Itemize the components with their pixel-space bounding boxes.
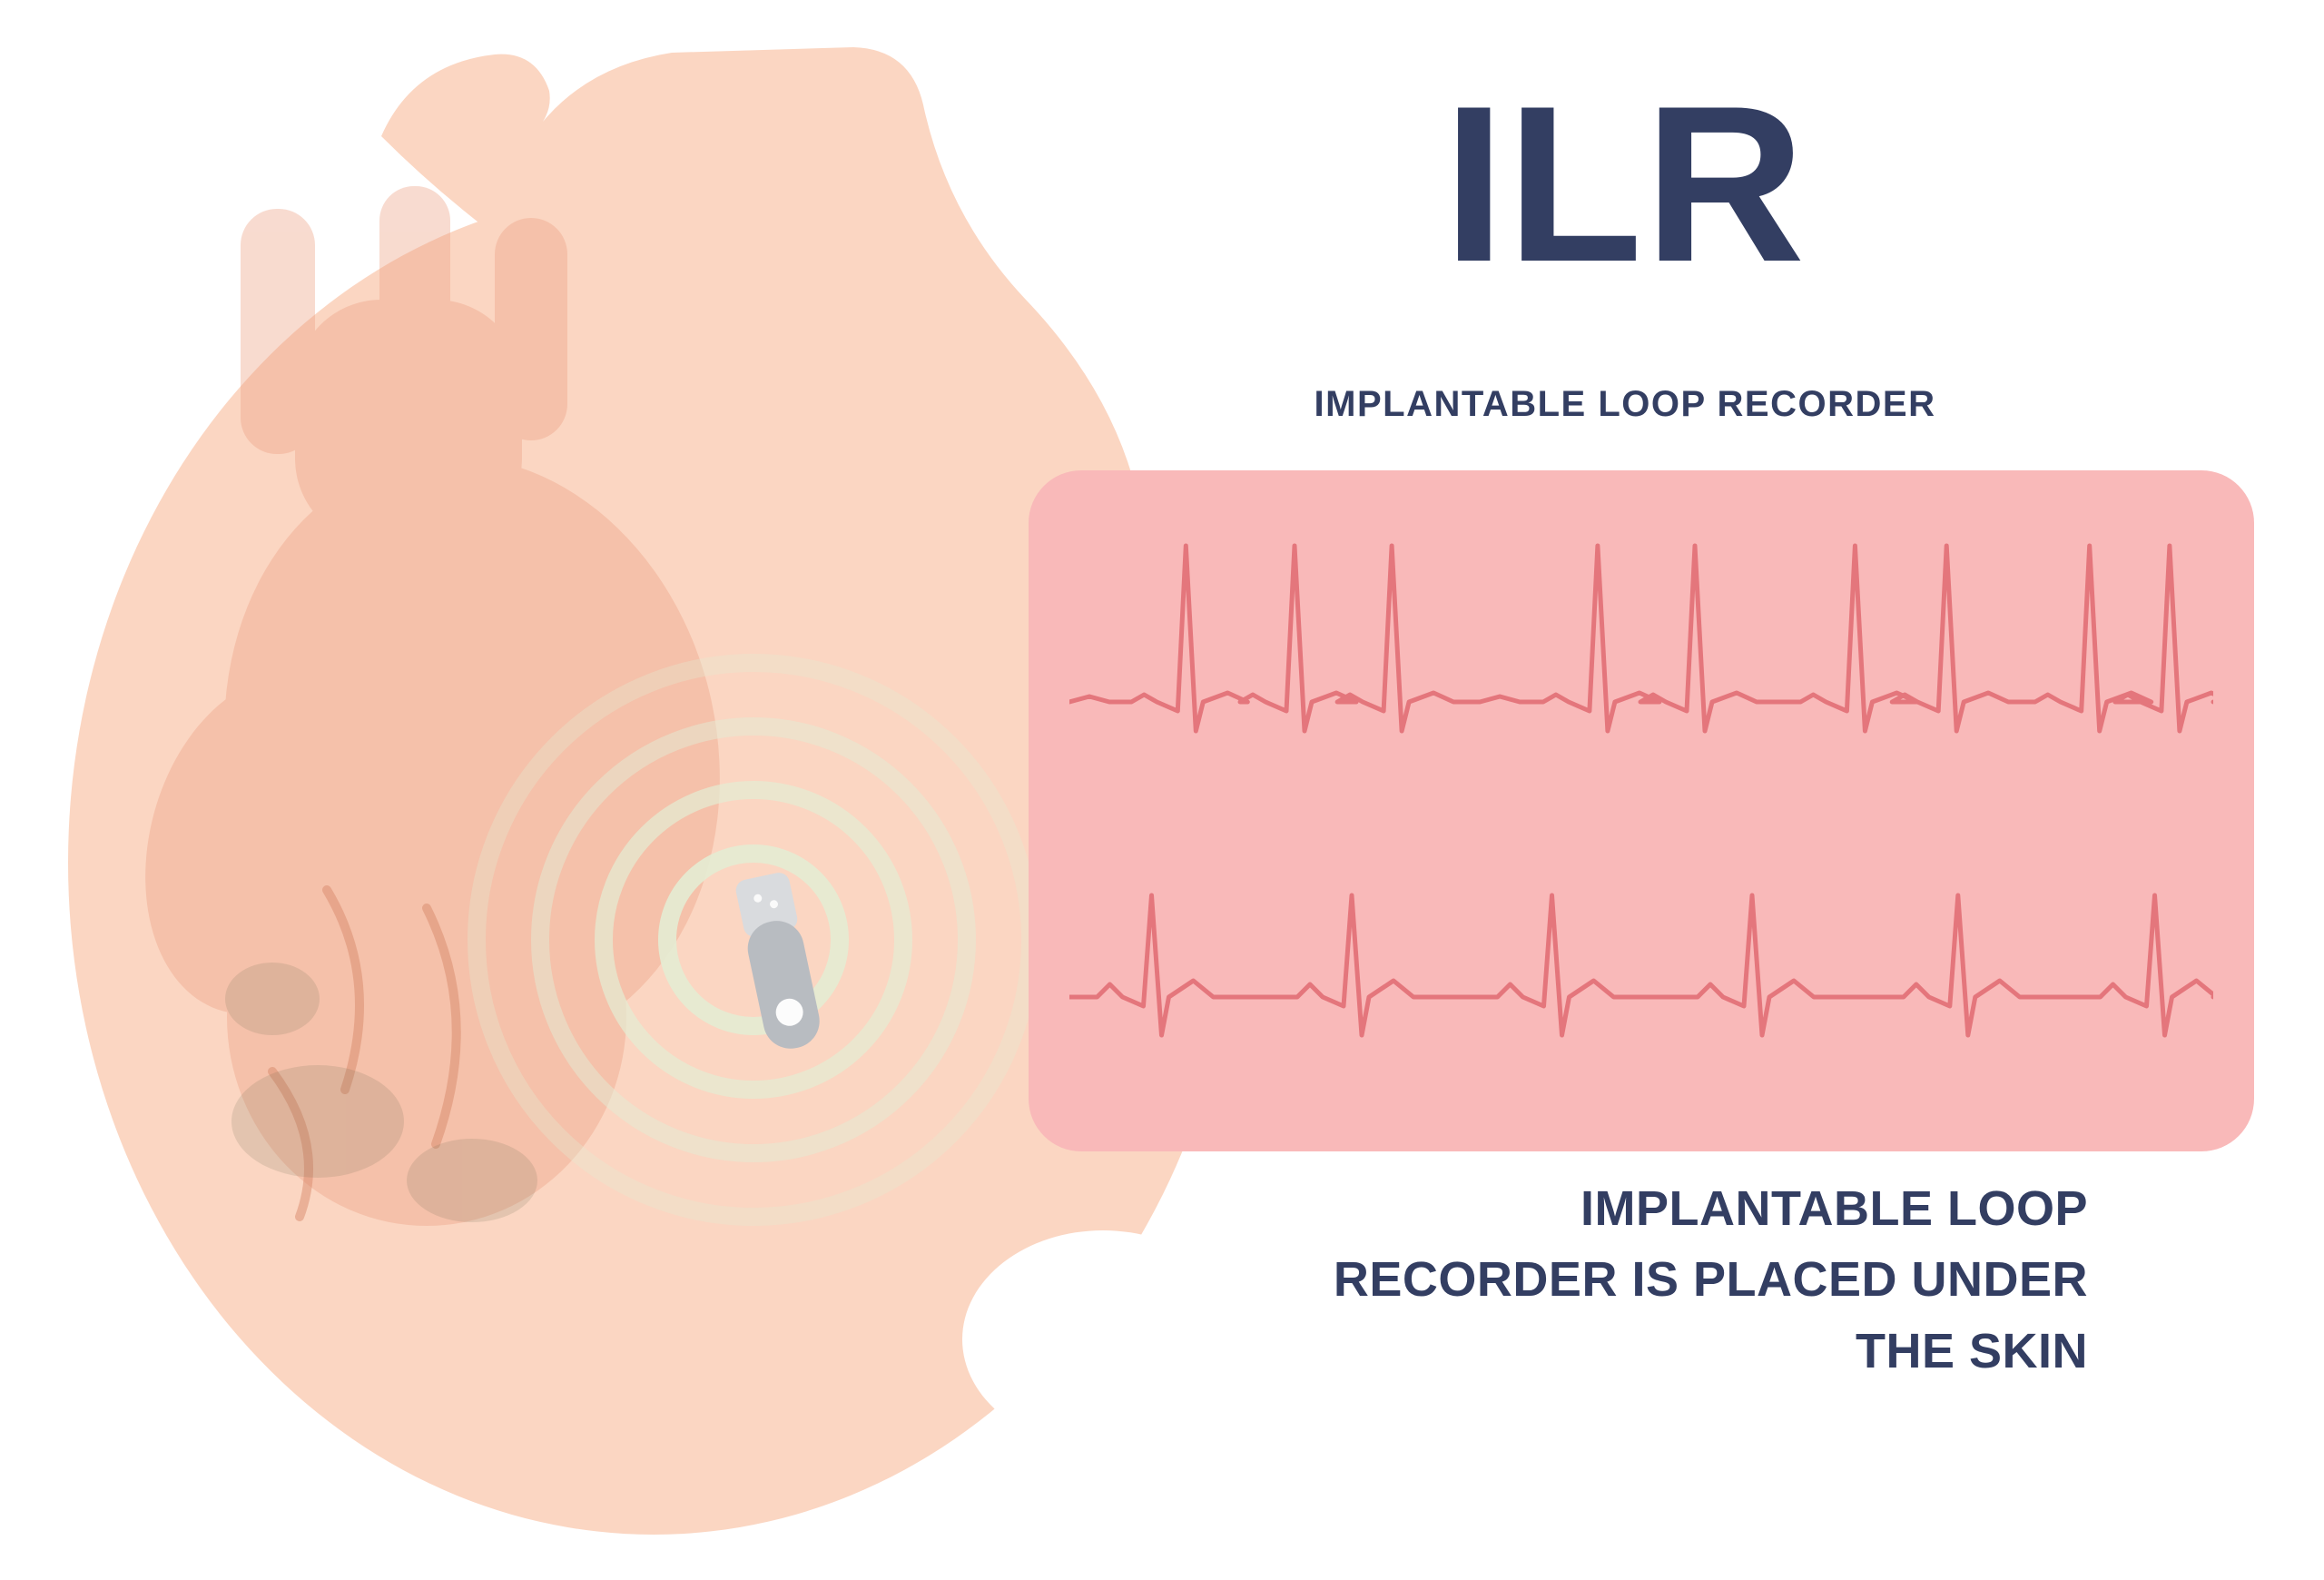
loop-recorder-device-icon — [735, 873, 820, 1049]
caption-line-3: THE SKIN — [1855, 1323, 2088, 1378]
caption-line-1: IMPLANTABLE LOOP — [1581, 1181, 2088, 1236]
caption-text: IMPLANTABLE LOOP RECORDER IS PLACED UNDE… — [1089, 1173, 2088, 1387]
heart-shadow-smudges — [225, 963, 537, 1222]
heart-detail-lines — [268, 885, 461, 1221]
skin-silhouette — [68, 47, 1239, 1535]
ecg-trace-regular — [1069, 893, 2213, 1038]
ecg-trace-irregular — [1069, 543, 2213, 734]
ecg-panel — [1029, 470, 2254, 1151]
caption-line-2: RECORDER IS PLACED UNDER — [1333, 1252, 2088, 1308]
title-acronym: ILR — [1443, 59, 1807, 308]
torso-illustration — [68, 47, 1244, 1535]
heart-graphic — [145, 186, 720, 1226]
title-subtitle: IMPLANTABLE LOOP RECORDER — [1314, 384, 1936, 424]
title-block: ILR IMPLANTABLE LOOP RECORDER — [999, 73, 2251, 425]
armpit-notch — [962, 1230, 1244, 1448]
torso-graphic-svg — [68, 47, 1244, 1535]
